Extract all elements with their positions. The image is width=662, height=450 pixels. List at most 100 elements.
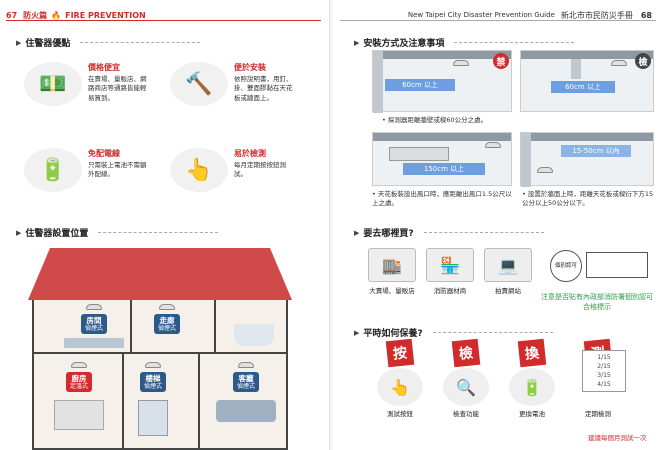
feature-install: 🔨 便於安裝 依照說明書，用釘、掛、雙面膠黏在天花板或牆面上。: [170, 62, 298, 106]
room-tag: 房間偵煙式: [80, 314, 107, 335]
buy-heading: ▶ 要去哪裡買?: [354, 226, 544, 240]
install-note-2: • 天花板裝設出風口時，應距離出風口1.5公尺以上之處。: [372, 190, 512, 208]
install-note-3: • 設置於牆面上時，距離天花板或樑衍下方15公分以上50公分以下。: [522, 190, 654, 208]
page-header-left: 67 防火篇 🔥 FIRE PREVENTION: [6, 8, 146, 22]
care-title: 平時如何保養?: [363, 329, 423, 339]
online-place: 💻 拍賣網站: [484, 248, 532, 295]
heat-detector-icon: [71, 362, 87, 368]
room-living: 客廳偵煙式: [216, 362, 276, 423]
step-label: 更換電池: [519, 410, 545, 418]
care-step-battery: 換 🔋 更換電池: [502, 338, 562, 418]
distance-label: 15-50cm 以內: [561, 145, 631, 157]
detector-check-icon: 🔍: [443, 368, 489, 406]
smoke-detector-icon: [453, 60, 469, 66]
smoke-detector-icon: [537, 167, 553, 173]
smoke-detector-icon: [86, 304, 102, 310]
care-note: 建議每個月測試一次: [588, 434, 647, 442]
placement-title: 住警器設置位置: [25, 229, 89, 239]
feature-desc: 依照說明書，用釘、掛、雙面膠黏在天花板或牆面上。: [234, 75, 293, 102]
distance-label: 60cm 以上: [385, 79, 455, 91]
place-label: 大賣場、量販店: [369, 287, 415, 295]
room-stairs: 樓梯偵煙式: [138, 362, 168, 437]
install-diagram-1: 60cm 以上 禁: [372, 50, 512, 113]
install-note-1: • 探測器距離牆壁或樑60公分之處。: [382, 116, 488, 124]
feature-cheap: 💵 價格便宜 在賣場、量販店、網路商店等通路皆能輕易買到。: [24, 62, 152, 106]
install-diagram-3: 150cm 以上: [372, 132, 512, 186]
left-page: 67 防火篇 🔥 FIRE PREVENTION ▶ 住警器優點 💵 價格便宜 …: [0, 0, 330, 450]
benefits-title: 住警器優點: [25, 39, 71, 49]
feature-desc: 在賣場、量販店、網路商店等通路皆能輕易買到。: [88, 75, 147, 102]
detector-type: 偵煙式: [236, 383, 255, 390]
detector-type: 定溫式: [69, 383, 88, 390]
battery-icon: 🔋: [509, 368, 555, 406]
room-name: 走廊: [159, 316, 175, 325]
detector-test-icon: 👆: [170, 148, 228, 192]
distance-label: 60cm 以上: [551, 81, 615, 93]
right-page: New Taipei City Disaster Prevention Guid…: [332, 0, 662, 450]
hammer-icon: 🔨: [170, 62, 228, 106]
prohibit-badge: 禁: [493, 53, 509, 69]
triangle-icon: ▶: [16, 228, 22, 237]
battery-icon: 🔋: [24, 148, 82, 192]
place-label: 消防器材商: [433, 287, 467, 295]
fire-shop-place: 🏪 消防器材商: [426, 248, 474, 295]
feature-title: 易於檢測: [234, 149, 266, 158]
shop-icon: 🏪: [426, 248, 474, 282]
feature-desc: 每月定期按按鈕測試。: [234, 161, 286, 179]
room-kitchen: 廚房定溫式: [54, 362, 104, 431]
page-number-left: 67: [6, 10, 18, 20]
room-name: 廚房: [71, 374, 87, 383]
distance-label: 150cm 以上: [403, 163, 485, 175]
room-tag: 樓梯偵煙式: [139, 372, 166, 393]
install-diagram-2: 60cm 以上 檢: [520, 50, 654, 112]
room-hallway: 走廊偵煙式: [154, 304, 181, 335]
detector-type: 偵煙式: [143, 383, 162, 390]
smoke-detector-icon: [145, 362, 161, 368]
store-place: 🏬 大賣場、量販店: [368, 248, 416, 295]
store-icon: 🏬: [368, 248, 416, 282]
triangle-icon: ▶: [354, 38, 360, 47]
section-title-zh: 防火篇: [23, 10, 48, 20]
buy-title: 要去哪裡買?: [363, 229, 414, 239]
install-title: 安裝方式及注意事項: [363, 39, 445, 49]
triangle-icon: ▶: [16, 38, 22, 47]
house-body: 房間偵煙式 走廊偵煙式 廚房定溫式 樓梯偵煙式 客: [32, 300, 288, 450]
placement-heading: ▶ 住警器設置位置: [16, 226, 218, 240]
feature-title: 價格便宜: [88, 63, 120, 72]
triangle-icon: ▶: [354, 328, 360, 337]
step-label: 定期檢測: [585, 410, 611, 418]
feature-wireless: 🔋 免配電線 只需裝上電池不需額外配線。: [24, 148, 152, 192]
care-steps: 按 👆 測試按鈕 檢 🔍 檢查功能 換 🔋 更換電池 測 1/15 2/15 3…: [370, 338, 628, 418]
room-name: 客廳: [238, 374, 254, 383]
air-vent: [389, 147, 449, 161]
feature-title: 便於安裝: [234, 63, 266, 72]
section-title-en: FIRE PREVENTION: [65, 10, 146, 20]
room-tag: 走廊偵煙式: [154, 314, 181, 335]
room-tag: 客廳偵煙式: [232, 372, 259, 393]
laptop-icon: 💻: [484, 248, 532, 282]
place-label: 拍賣網站: [495, 287, 521, 295]
step-label: 檢查功能: [453, 410, 479, 418]
header-rule: [6, 20, 321, 21]
install-diagram-4: 15-50cm 以內: [520, 132, 654, 187]
cert-seal: 個別認可: [550, 250, 582, 282]
guide-title-zh: 新北市市民防災手冊: [560, 10, 633, 20]
cert-note: 注意是否貼有內政部消防署個別認可合格標示: [541, 293, 653, 312]
room-name: 樓梯: [145, 374, 161, 383]
care-step-test: 測 1/15 2/15 3/15 4/15 定期檢測: [568, 338, 628, 418]
house-illustration: 房間偵煙式 走廊偵煙式 廚房定溫式 樓梯偵煙式 客: [10, 248, 310, 450]
step-char: 換: [517, 338, 547, 368]
calendar-icon: 1/15 2/15 3/15 4/15: [582, 350, 626, 392]
install-heading: ▶ 安裝方式及注意事項: [354, 36, 574, 50]
page-number-right: 68: [640, 10, 652, 20]
benefits-heading: ▶ 住警器優點: [16, 36, 200, 50]
step-char: 檢: [451, 338, 481, 368]
feature-desc: 只需裝上電池不需額外配線。: [88, 161, 147, 179]
feature-test: 👆 易於檢測 每月定期按按鈕測試。: [170, 148, 298, 192]
smoke-detector-icon: [238, 362, 254, 368]
room-bathroom: [234, 306, 274, 346]
cert-label-sticker: [586, 252, 648, 278]
detector-type: 偵煙式: [158, 325, 177, 332]
room-tag: 廚房定溫式: [65, 372, 92, 393]
room-bedroom: 房間偵煙式: [64, 304, 124, 349]
